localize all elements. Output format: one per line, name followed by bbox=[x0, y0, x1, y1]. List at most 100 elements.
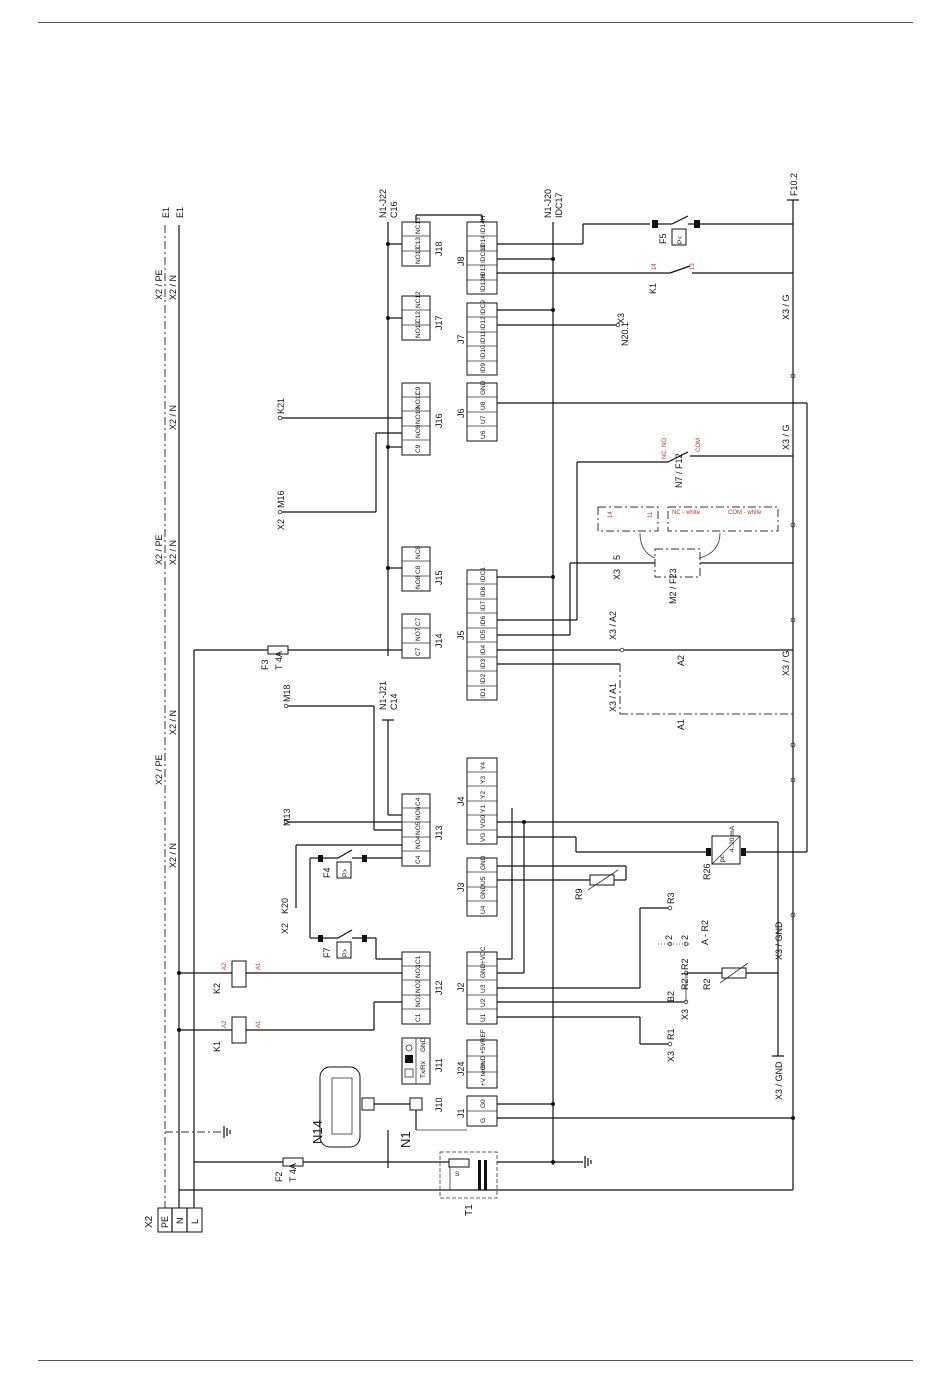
svg-text:ID9: ID9 bbox=[480, 363, 487, 374]
k1-pin-13: 13 bbox=[690, 263, 696, 270]
r3-label: R3 bbox=[666, 892, 676, 904]
c16-label: C16 bbox=[389, 201, 399, 218]
svg-text:J6: J6 bbox=[456, 408, 466, 418]
connector-J7: IDC9 ID12 ID11 ID10 ID9 J7 bbox=[456, 300, 498, 376]
x3-label-r1: X3 bbox=[666, 1051, 676, 1062]
svg-text:C12: C12 bbox=[415, 311, 422, 323]
svg-text:J3: J3 bbox=[456, 882, 466, 892]
rail-label-x2-n-1: X2 / N bbox=[168, 275, 178, 300]
connector-J2: +VDC GND U3 U2 U1 J2 bbox=[456, 946, 498, 1025]
svg-text:K2: K2 bbox=[212, 983, 222, 994]
svg-text:K1: K1 bbox=[212, 1041, 222, 1052]
svg-text:NO11: NO11 bbox=[415, 392, 422, 409]
svg-text:11: 11 bbox=[648, 511, 654, 518]
svg-text:U1: U1 bbox=[480, 1013, 487, 1022]
svg-text:C1: C1 bbox=[415, 955, 422, 964]
svg-text:GND: GND bbox=[480, 884, 487, 899]
transducer-r26: pc 4..20 mA R26 bbox=[702, 825, 746, 880]
rail-label-x3-g-3: X3 / G bbox=[781, 650, 791, 676]
x3-gnd-label-1: X3 / GND bbox=[774, 921, 784, 960]
svg-text:P>: P> bbox=[342, 869, 349, 877]
rail-label-x2-n-4: X2 / N bbox=[168, 710, 178, 735]
svg-text:F5: F5 bbox=[658, 233, 668, 244]
svg-text:F7: F7 bbox=[322, 947, 332, 958]
svg-text:A2: A2 bbox=[222, 962, 228, 970]
svg-text:U5: U5 bbox=[480, 876, 487, 885]
svg-text:4..20 mA: 4..20 mA bbox=[729, 825, 736, 852]
com-label: COM bbox=[696, 438, 702, 452]
connector-J8: ID14H ID14 IDC13 ID13 ID13H J8 bbox=[456, 215, 498, 295]
svg-text:+VDC: +VDC bbox=[480, 946, 487, 964]
connector-J14: C7 NO7 C7 J14 bbox=[401, 613, 444, 659]
svg-text:J12: J12 bbox=[434, 980, 444, 995]
connector-J11: GND Tx/Rx J11 bbox=[401, 1037, 444, 1085]
terminal-pe-label: PE bbox=[160, 1216, 170, 1228]
svg-text:ID11: ID11 bbox=[480, 330, 487, 344]
svg-text:NO7: NO7 bbox=[415, 627, 422, 641]
c14-label: C14 bbox=[389, 693, 399, 710]
svg-text:COM - white: COM - white bbox=[728, 510, 762, 516]
m13-label: M13 bbox=[282, 808, 292, 826]
svg-text:J14: J14 bbox=[434, 633, 444, 648]
svg-text:S: S bbox=[455, 1171, 460, 1178]
ground-icon-2 bbox=[584, 1155, 592, 1169]
svg-text:NO5: NO5 bbox=[415, 821, 422, 835]
svg-text:+V term: +V term bbox=[480, 1063, 487, 1086]
svg-text:Y4: Y4 bbox=[480, 762, 487, 770]
svg-text:T 4A: T 4A bbox=[274, 651, 284, 670]
connector-J16: C9 NO11 NO10 NO9 C9 J16 bbox=[401, 382, 444, 456]
svg-text:NC8: NC8 bbox=[415, 546, 422, 559]
svg-text:T1: T1 bbox=[464, 1204, 475, 1216]
svg-text:GND: GND bbox=[420, 1037, 427, 1052]
pressure-switch-f5: P< F5 bbox=[497, 215, 793, 246]
connector-J24: +5VREF GND +V term J24 bbox=[456, 1029, 498, 1089]
svg-text:U8: U8 bbox=[480, 401, 487, 410]
svg-text:Tx/Rx: Tx/Rx bbox=[420, 1060, 427, 1078]
svg-text:Y2: Y2 bbox=[480, 791, 487, 799]
svg-text:pc: pc bbox=[719, 854, 726, 862]
svg-text:C7: C7 bbox=[415, 617, 422, 626]
svg-text:M2 / F23: M2 / F23 bbox=[668, 568, 678, 604]
x2-label: X2 bbox=[144, 1215, 155, 1228]
svg-text:5: 5 bbox=[612, 555, 622, 560]
svg-text:C9: C9 bbox=[415, 386, 422, 395]
svg-text:T 4A: T 4A bbox=[288, 1163, 298, 1182]
svg-text:C9: C9 bbox=[415, 444, 422, 453]
svg-text:N14: N14 bbox=[310, 1120, 325, 1144]
svg-text:U3: U3 bbox=[480, 984, 487, 993]
connector-J17: NC12 C12 NO12 J17 bbox=[401, 291, 444, 341]
svg-text:NO6: NO6 bbox=[415, 806, 422, 820]
svg-text:ID2: ID2 bbox=[480, 674, 487, 685]
x2-label-k20: X2 bbox=[280, 923, 290, 934]
svg-text:J18: J18 bbox=[434, 241, 444, 256]
n1-j20-label: N1-J20 bbox=[543, 189, 553, 218]
n1-j22-label: N1-J22 bbox=[378, 189, 388, 218]
svg-text:NO12: NO12 bbox=[415, 321, 422, 338]
svg-text:J2: J2 bbox=[456, 982, 466, 992]
pressure-switch-f4: P> F4 bbox=[310, 849, 402, 879]
svg-text:ID13: ID13 bbox=[480, 264, 487, 278]
svg-text:J7: J7 bbox=[456, 334, 466, 344]
bottom-rule bbox=[38, 1360, 913, 1361]
svg-text:NC12: NC12 bbox=[415, 291, 422, 308]
connector-J1: G0 G J1 bbox=[456, 1095, 498, 1127]
idc17-label: IDC17 bbox=[554, 192, 564, 218]
e1-label-a: E1 bbox=[161, 207, 171, 218]
k1-top-label: K1 bbox=[648, 283, 658, 294]
x2-label-m16: X2 bbox=[276, 519, 286, 530]
k21-label: K21 bbox=[276, 398, 286, 414]
svg-text:U2: U2 bbox=[480, 998, 487, 1007]
svg-text:P<: P< bbox=[677, 236, 684, 244]
svg-text:F3: F3 bbox=[260, 659, 270, 670]
terminal-n-label: N bbox=[175, 1218, 185, 1225]
svg-text:ID8: ID8 bbox=[480, 587, 487, 598]
svg-text:J15: J15 bbox=[434, 570, 444, 585]
two-label-a: 2 bbox=[664, 935, 674, 940]
svg-text:ID4: ID4 bbox=[480, 645, 487, 656]
svg-text:J24: J24 bbox=[456, 1061, 466, 1076]
svg-text:C13: C13 bbox=[415, 237, 422, 249]
svg-text:U6: U6 bbox=[480, 430, 487, 439]
rail-label-x2-pe-3: X2 / PE bbox=[154, 754, 164, 785]
n7-f12-label: N7 / F12 bbox=[674, 453, 684, 488]
